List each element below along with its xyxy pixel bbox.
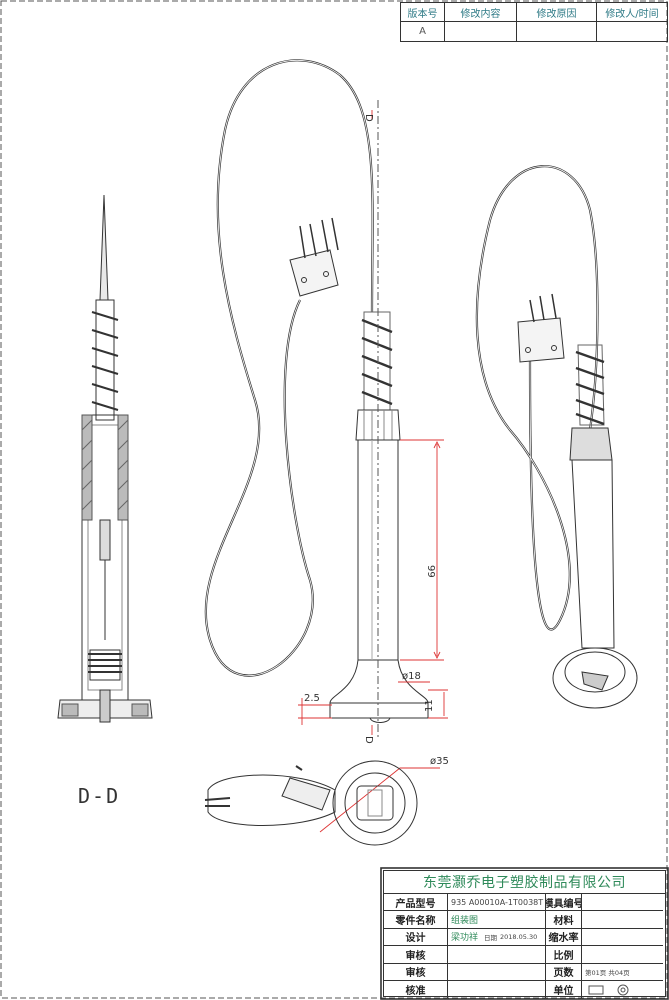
rev-row1-reason <box>517 22 597 41</box>
dimension-lines <box>298 110 448 833</box>
check-value <box>448 946 546 964</box>
shrink-value <box>582 929 663 947</box>
dimension-base-height-text: 11 <box>424 699 435 712</box>
shrink-label: 缩水率 <box>546 928 582 947</box>
product-model-value: 935 A00010A-1T0038T K01 <box>448 894 546 912</box>
rev-row1-person-time <box>597 22 667 41</box>
unit-value <box>582 981 663 998</box>
dimension-base-diameter-text: ø35 <box>430 756 449 767</box>
approve-value <box>448 980 546 999</box>
rev-header-person-time: 修改人/时间 <box>597 3 667 22</box>
review-value <box>448 963 546 981</box>
section-mark-bottom: D <box>363 736 374 744</box>
design-date-label: 日期 <box>484 933 498 942</box>
mold-no-value <box>582 894 663 912</box>
mold-no-label: 模具编号 <box>546 894 582 912</box>
revision-table: 版本号 修改内容 修改原因 修改人/时间 A <box>400 2 668 42</box>
material-value <box>582 911 663 929</box>
part-name-value: 组装图 <box>448 911 546 929</box>
material-label: 材料 <box>546 911 582 929</box>
design-date: 2018.05.30 <box>500 932 538 941</box>
dimension-shaft-diameter-text: ø18 <box>402 671 421 682</box>
review-label: 审核 <box>384 963 448 981</box>
rev-header-content: 修改内容 <box>445 3 517 22</box>
projection-symbol-icon <box>588 984 629 996</box>
approve-label: 核准 <box>384 980 448 999</box>
product-model-label: 产品型号 <box>384 894 448 912</box>
section-view-dd <box>57 194 153 723</box>
unit-label: 单位 <box>546 980 582 999</box>
title-block: 东莞灏乔电子塑胶制品有限公司 产品型号 935 A00010A-1T0038T … <box>383 870 666 999</box>
scale-value <box>582 946 663 964</box>
rev-header-reason: 修改原因 <box>517 3 597 22</box>
rev-row1-content <box>445 22 517 41</box>
rev-row1-version: A <box>401 22 445 41</box>
pages-value: 第01页 共04页 <box>582 964 663 981</box>
scale-label: 比例 <box>546 946 582 964</box>
designer-name: 梁功祥 <box>451 933 479 944</box>
company-name: 东莞灏乔电子塑胶制品有限公司 <box>384 871 665 894</box>
check-label: 审核 <box>384 946 448 964</box>
design-value: 梁功祥 日期 2018.05.30 <box>448 928 546 947</box>
title-block-rows: 产品型号 935 A00010A-1T0038T K01 模具编号 零件名称 组… <box>384 894 665 999</box>
pages-label: 页数 <box>546 963 582 981</box>
perspective-view-probe <box>475 165 638 709</box>
design-label: 设计 <box>384 928 448 947</box>
section-label: D-D <box>78 784 121 808</box>
section-mark-top: D <box>363 114 374 122</box>
part-name-label: 零件名称 <box>384 911 448 929</box>
front-view-probe <box>204 59 429 740</box>
top-view-probe <box>204 760 418 846</box>
dimension-length-text: 99 <box>425 565 436 578</box>
rev-header-version: 版本号 <box>401 3 445 22</box>
dimension-offset-text: 2.5 <box>304 693 320 704</box>
